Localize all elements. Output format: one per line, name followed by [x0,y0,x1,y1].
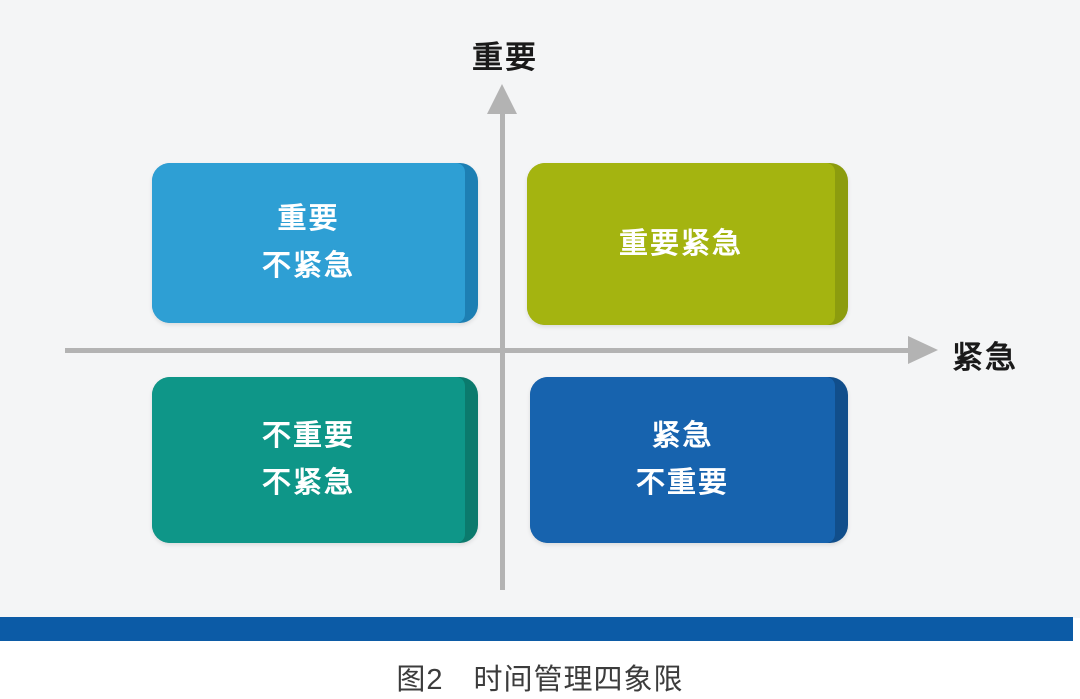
x-axis-label: 紧急 [952,340,1018,375]
quadrant-face: 不重要 不紧急 [152,377,465,543]
quadrant-face: 重要紧急 [527,163,835,325]
y-axis-arrow-icon [487,84,517,114]
divider-bar [0,617,1073,641]
quadrant-face: 重要 不紧急 [152,163,465,323]
figure-caption: 图2 时间管理四象限 [396,664,684,696]
quadrant-important-not-urgent: 重要 不紧急 [152,163,478,323]
quadrant-face: 紧急 不重要 [530,377,835,543]
x-axis-arrow-icon [908,336,938,364]
quadrant-label: 不紧急 [261,250,355,282]
quadrant-urgent-not-important: 紧急 不重要 [530,377,848,543]
quadrant-label: 不重要 [635,467,729,499]
quadrant-label: 不紧急 [261,467,355,499]
x-axis-line [65,348,910,353]
quadrant-important-urgent: 重要紧急 [527,163,848,325]
quadrant-label: 重要 [277,203,340,235]
quadrant-label: 重要紧急 [618,227,743,260]
y-axis-label: 重要 [472,40,538,75]
quadrant-label: 紧急 [651,420,714,452]
quadrant-label: 不重要 [261,420,355,452]
quadrant-not-important-not-urgent: 不重要 不紧急 [152,377,478,543]
